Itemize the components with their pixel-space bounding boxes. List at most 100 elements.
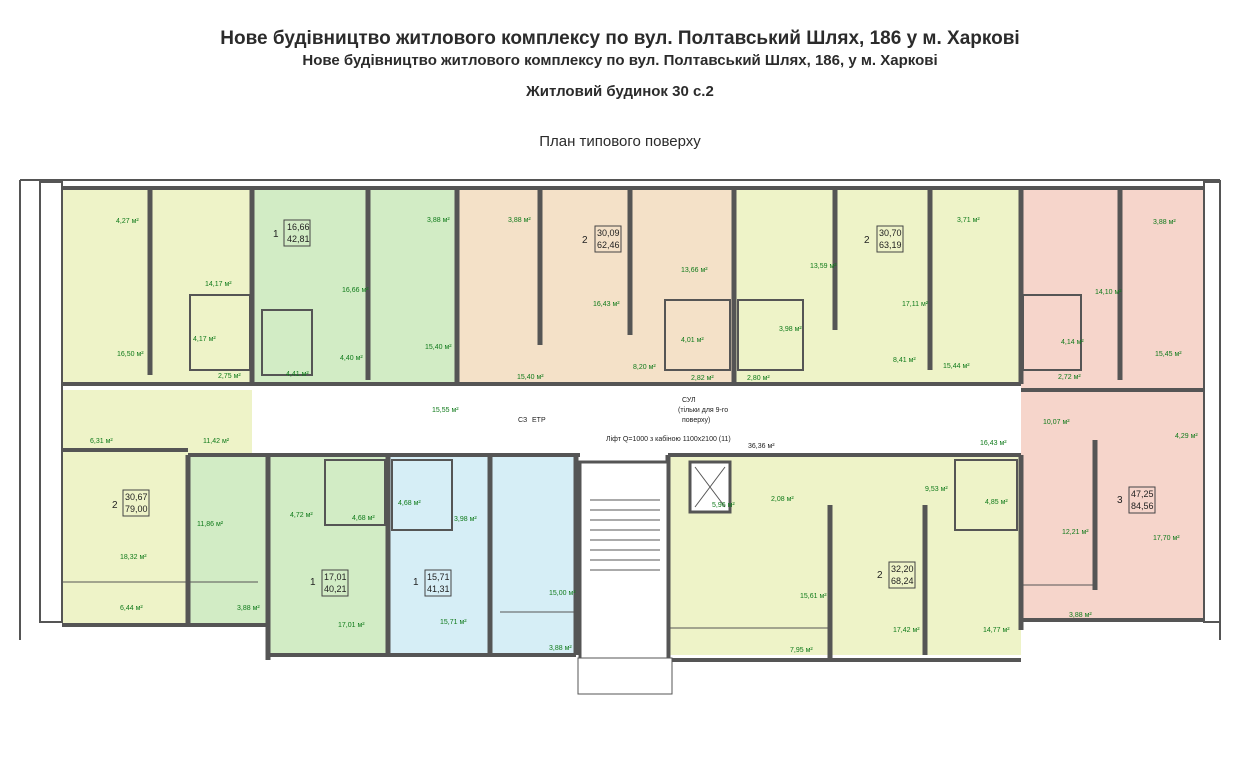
apt-rooms: 1 <box>310 577 316 588</box>
room-area-label: 3,88 м² <box>1069 612 1092 619</box>
apt-total: 62,46 <box>597 240 620 250</box>
room-area-label: 4,68 м² <box>398 500 421 507</box>
plan-title: Нове будівництво житлового комплексу по … <box>220 28 1020 49</box>
room-area-label: 15,55 м² <box>432 407 459 414</box>
sul-note: (тільки для 9-го <box>678 406 728 414</box>
apt-rooms: 1 <box>413 577 419 588</box>
apt-rooms: 2 <box>864 235 870 246</box>
lift-label: Ліфт Q=1000 з кабіною 1100х2100 (11) <box>606 435 731 443</box>
floor-plan-label: План типового поверху <box>539 133 701 150</box>
room-area-label: 3,88 м² <box>508 217 531 224</box>
room-area-label: 5,96 м² <box>712 502 735 509</box>
room-area-label: 4,40 м² <box>340 355 363 362</box>
room-area-label: 17,70 м² <box>1153 535 1180 542</box>
room-area-label: 16,66 м² <box>342 287 369 294</box>
room-area-label: 16,50 м² <box>117 351 144 358</box>
room-area-label: 14,17 м² <box>205 281 232 288</box>
apt-total: 42,81 <box>287 234 310 244</box>
walls <box>19 179 1221 695</box>
room-area-label: 8,20 м² <box>633 364 656 371</box>
room-area-label: 13,59 м² <box>810 263 837 270</box>
room-area-label: 17,11 м² <box>902 301 929 308</box>
room-area-label: 2,72 м² <box>1058 374 1081 381</box>
core-labels: СЗ ЕТР СУЛ (тільки для 9-го поверху) Ліф… <box>518 397 731 443</box>
room-area-label: 7,95 м² <box>790 647 813 654</box>
building-label: Житловий будинок 30 с.2 <box>526 83 714 100</box>
room-area-label: 4,41 м² <box>286 371 309 378</box>
apt-rooms: 2 <box>582 235 588 246</box>
room-area-label: 16,43 м² <box>980 440 1007 447</box>
room-area-label: 9,53 м² <box>925 486 948 493</box>
apt-total: 84,56 <box>1131 501 1154 511</box>
apt-total: 79,00 <box>125 504 148 514</box>
room-area-label: 4,68 м² <box>352 515 375 522</box>
room-area-label: 3,88 м² <box>427 217 450 224</box>
apartment-fills <box>62 188 1204 655</box>
room-area-label: 4,85 м² <box>985 499 1008 506</box>
room-area-label: 17,42 м² <box>893 627 920 634</box>
apt-living: 30,09 <box>597 228 620 238</box>
sul-note: поверху) <box>682 417 710 424</box>
apartment-tags: 1 16,66 42,81 2 30,09 62,46 2 30,70 63,1… <box>112 219 1156 597</box>
room-area-label: 3,98 м² <box>454 516 477 523</box>
room-area-label: 15,00 м² <box>549 590 576 597</box>
apartment-fill-bottom-1a <box>268 455 388 655</box>
apt-total: 68,24 <box>891 576 914 586</box>
room-area-label: 15,40 м² <box>517 374 544 381</box>
room-area-label: 14,10 м² <box>1095 289 1122 296</box>
room-area-label: 18,32 м² <box>120 554 147 561</box>
room-area-label: 13,66 м² <box>681 267 708 274</box>
room-area-label: 2,75 м² <box>218 373 241 380</box>
apt-living: 30,70 <box>879 228 902 238</box>
apt-living: 15,71 <box>427 572 450 582</box>
room-area-label: 6,44 м² <box>120 605 143 612</box>
room-area-label: 3,88 м² <box>549 645 572 652</box>
room-area-label: 15,71 м² <box>440 619 467 626</box>
room-area-label: 36,36 м² <box>748 443 775 450</box>
room-area-label: 2,08 м² <box>771 496 794 503</box>
etr-label: ЕТР <box>532 417 546 424</box>
room-area-label: 15,40 м² <box>425 344 452 351</box>
apt-total: 41,31 <box>427 584 450 594</box>
apt-total: 63,19 <box>879 240 902 250</box>
plan-subtitle: Нове будівництво житлового комплексу по … <box>302 52 938 69</box>
apt-total: 40,21 <box>324 584 347 594</box>
room-area-label: 3,98 м² <box>779 326 802 333</box>
room-area-label: 3,71 м² <box>957 217 980 224</box>
apartment-fill-bottom-1b <box>388 455 576 655</box>
room-area-label: 3,88 м² <box>1153 219 1176 226</box>
apt-living: 32,20 <box>891 564 914 574</box>
apt-living: 30,67 <box>125 492 148 502</box>
apartment-fill-right-3 <box>1021 188 1204 618</box>
apartment-fill-top-left <box>62 188 252 384</box>
room-area-label: 6,31 м² <box>90 438 113 445</box>
room-area-label: 16,43 м² <box>593 301 620 308</box>
room-area-label: 15,45 м² <box>1155 351 1182 358</box>
room-area-label: 4,27 м² <box>116 218 139 225</box>
room-area-label: 14,77 м² <box>983 627 1010 634</box>
cz-label: СЗ <box>518 417 527 424</box>
apartment-fill-top-1 <box>252 188 457 384</box>
apartment-fill-top-2a <box>457 188 734 384</box>
corridor-fill <box>252 384 1021 454</box>
apt-living: 17,01 <box>324 572 347 582</box>
apt-living: 47,25 <box>1131 489 1154 499</box>
room-area-label: 3,88 м² <box>237 605 260 612</box>
room-area-label: 8,41 м² <box>893 357 916 364</box>
apt-rooms: 1 <box>273 229 279 240</box>
room-area-label: 2,82 м² <box>691 375 714 382</box>
apt-rooms: 2 <box>112 500 118 511</box>
room-area-label: 4,14 м² <box>1061 339 1084 346</box>
room-area-label: 11,86 м² <box>197 521 224 528</box>
room-area-label: 15,44 м² <box>943 363 970 370</box>
room-area-label: 2,80 м² <box>747 375 770 382</box>
room-areas: 4,27 м² 14,17 м² 16,50 м² 4,17 м² 2,75 м… <box>90 217 1198 654</box>
room-area-label: 17,01 м² <box>338 622 365 629</box>
room-area-label: 12,21 м² <box>1062 529 1089 536</box>
room-area-label: 11,42 м² <box>203 438 230 445</box>
room-area-label: 4,17 м² <box>193 336 216 343</box>
room-area-label: 4,29 м² <box>1175 433 1198 440</box>
apt-rooms: 3 <box>1117 495 1123 506</box>
apt-living: 16,66 <box>287 222 310 232</box>
